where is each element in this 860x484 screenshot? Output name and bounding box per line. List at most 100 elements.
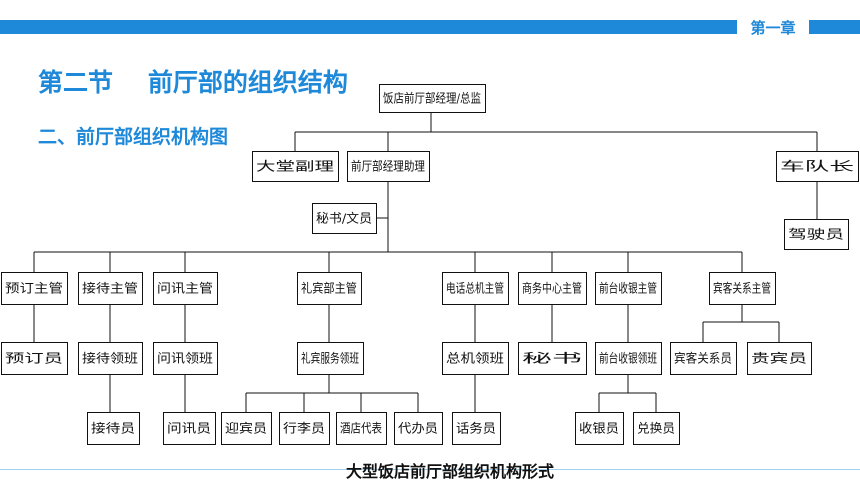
org-node-switchboard-captain: 总机领班 <box>442 342 509 375</box>
org-node-receptionist: 接待员 <box>87 412 140 445</box>
org-node-box <box>163 412 216 445</box>
org-node-label: 宾客关系员 <box>674 351 732 366</box>
org-node-box <box>153 272 218 305</box>
org-node-exchange-clerk: 兑换员 <box>633 412 680 445</box>
org-node-cashier-captain: 前台收银领班 <box>595 342 662 375</box>
org-node-box <box>518 272 587 305</box>
org-node-label: 电话总机主管 <box>446 281 504 296</box>
org-node-box <box>297 272 362 305</box>
org-node-box <box>78 342 143 375</box>
org-node-box <box>297 342 364 375</box>
org-node-label: 接待员 <box>91 421 135 436</box>
org-node-box <box>442 342 509 375</box>
org-node-label: 宾客关系主管 <box>713 281 771 296</box>
org-node-label: 总机领班 <box>446 351 504 366</box>
org-node-greeter: 迎宾员 <box>221 412 272 445</box>
org-node-box <box>379 84 486 113</box>
header-bar-left <box>0 20 737 34</box>
org-node-box <box>670 342 737 375</box>
org-node-reservation-clerk: 预订员 <box>1 342 68 375</box>
org-node-label: 行李员 <box>283 421 325 436</box>
org-node-box <box>252 151 339 182</box>
org-node-label: 问讯领班 <box>157 351 213 366</box>
org-node-bellman: 行李员 <box>279 412 330 445</box>
connector-lines <box>33 112 818 412</box>
org-node-box <box>153 342 218 375</box>
org-node-box <box>1 272 68 305</box>
org-node-box <box>442 272 509 305</box>
org-node-label: 驾驶员 <box>788 227 844 242</box>
org-node-inquiry-clerk: 问讯员 <box>163 412 216 445</box>
org-node-label: 接待主管 <box>82 281 138 296</box>
org-node-label: 贵宾员 <box>751 351 807 366</box>
org-node-label: 话务员 <box>456 421 496 436</box>
org-node-box <box>336 412 387 445</box>
org-node-label: 大堂副理 <box>256 159 335 174</box>
org-node-inquiry-captain: 问讯领班 <box>153 342 218 375</box>
org-node-fo-asst-manager: 前厅部经理助理 <box>347 151 430 182</box>
org-node-fleet-captain: 车队长 <box>776 151 859 182</box>
org-node-label: 预订员 <box>5 351 63 366</box>
org-node-switchboard-supervisor: 电话总机主管 <box>442 272 509 305</box>
subsection-title: 二、前厅部组织机构图 <box>38 126 229 148</box>
org-node-driver: 驾驶员 <box>784 219 849 250</box>
org-node-label: 前厅部经理助理 <box>351 159 425 174</box>
org-node-box <box>575 412 624 445</box>
org-node-box <box>347 151 430 182</box>
org-node-box <box>633 412 680 445</box>
org-node-label: 前台收银主管 <box>599 281 657 296</box>
org-node-door-attendant: 酒店代表 <box>336 412 387 445</box>
org-node-box <box>595 272 662 305</box>
org-node-box <box>709 272 776 305</box>
org-node-box <box>1 342 68 375</box>
org-node-reception-supervisor: 接待主管 <box>78 272 143 305</box>
org-node-label: 兑换员 <box>637 421 675 436</box>
org-node-business-center-supervisor: 商务中心主管 <box>518 272 587 305</box>
org-node-inquiry-supervisor: 问讯主管 <box>153 272 218 305</box>
org-node-label: 酒店代表 <box>340 421 382 436</box>
org-node-reservation-supervisor: 预订主管 <box>1 272 68 305</box>
org-node-root: 饭店前厅部经理/总监 <box>379 84 486 113</box>
chapter-label: 第一章 <box>750 19 796 37</box>
org-node-label: 车队长 <box>780 159 855 174</box>
org-node-label: 收银员 <box>579 421 619 436</box>
chart-caption: 大型饭店前厅部组织机构形式 <box>345 462 554 481</box>
section-title: 第二节 前厅部的组织结构 <box>38 68 348 97</box>
org-node-label: 问讯员 <box>167 421 211 436</box>
org-node-valet: 代办员 <box>394 412 443 445</box>
org-node-box <box>279 412 330 445</box>
org-node-box <box>747 342 812 375</box>
org-node-label: 代办员 <box>398 421 438 436</box>
org-node-box <box>312 203 377 234</box>
org-node-business-secretary: 秘书 <box>518 342 587 375</box>
org-node-label: 礼宾部主管 <box>301 281 357 296</box>
org-node-box <box>518 342 587 375</box>
org-node-box <box>595 342 662 375</box>
org-node-label: 商务中心主管 <box>522 281 582 296</box>
org-node-box <box>78 272 143 305</box>
header-bar-right <box>809 20 860 34</box>
org-node-concierge-captain: 礼宾服务领班 <box>297 342 364 375</box>
org-node-guest-relations-officer: 宾客关系员 <box>670 342 737 375</box>
org-node-box <box>87 412 140 445</box>
org-node-label: 迎宾员 <box>225 421 267 436</box>
org-node-cashier-supervisor: 前台收银主管 <box>595 272 662 305</box>
org-node-secretary-clerk: 秘书/文员 <box>312 203 377 234</box>
org-node-reception-captain: 接待领班 <box>78 342 143 375</box>
org-node-cashier: 收银员 <box>575 412 624 445</box>
org-node-label: 问讯主管 <box>157 281 213 296</box>
org-node-box <box>776 151 859 182</box>
org-node-operator: 话务员 <box>452 412 501 445</box>
org-node-label: 预订主管 <box>5 281 63 296</box>
org-node-label: 秘书/文员 <box>316 211 372 226</box>
org-node-box <box>394 412 443 445</box>
bottom-divider <box>0 469 860 470</box>
org-node-label: 接待领班 <box>82 351 138 366</box>
org-node-vip-receptionist: 贵宾员 <box>747 342 812 375</box>
org-node-concierge-supervisor: 礼宾部主管 <box>297 272 362 305</box>
org-node-label: 前台收银领班 <box>599 351 657 366</box>
org-node-lobby-manager: 大堂副理 <box>252 151 339 182</box>
org-node-box <box>784 219 849 250</box>
org-node-label: 秘书 <box>522 351 582 366</box>
